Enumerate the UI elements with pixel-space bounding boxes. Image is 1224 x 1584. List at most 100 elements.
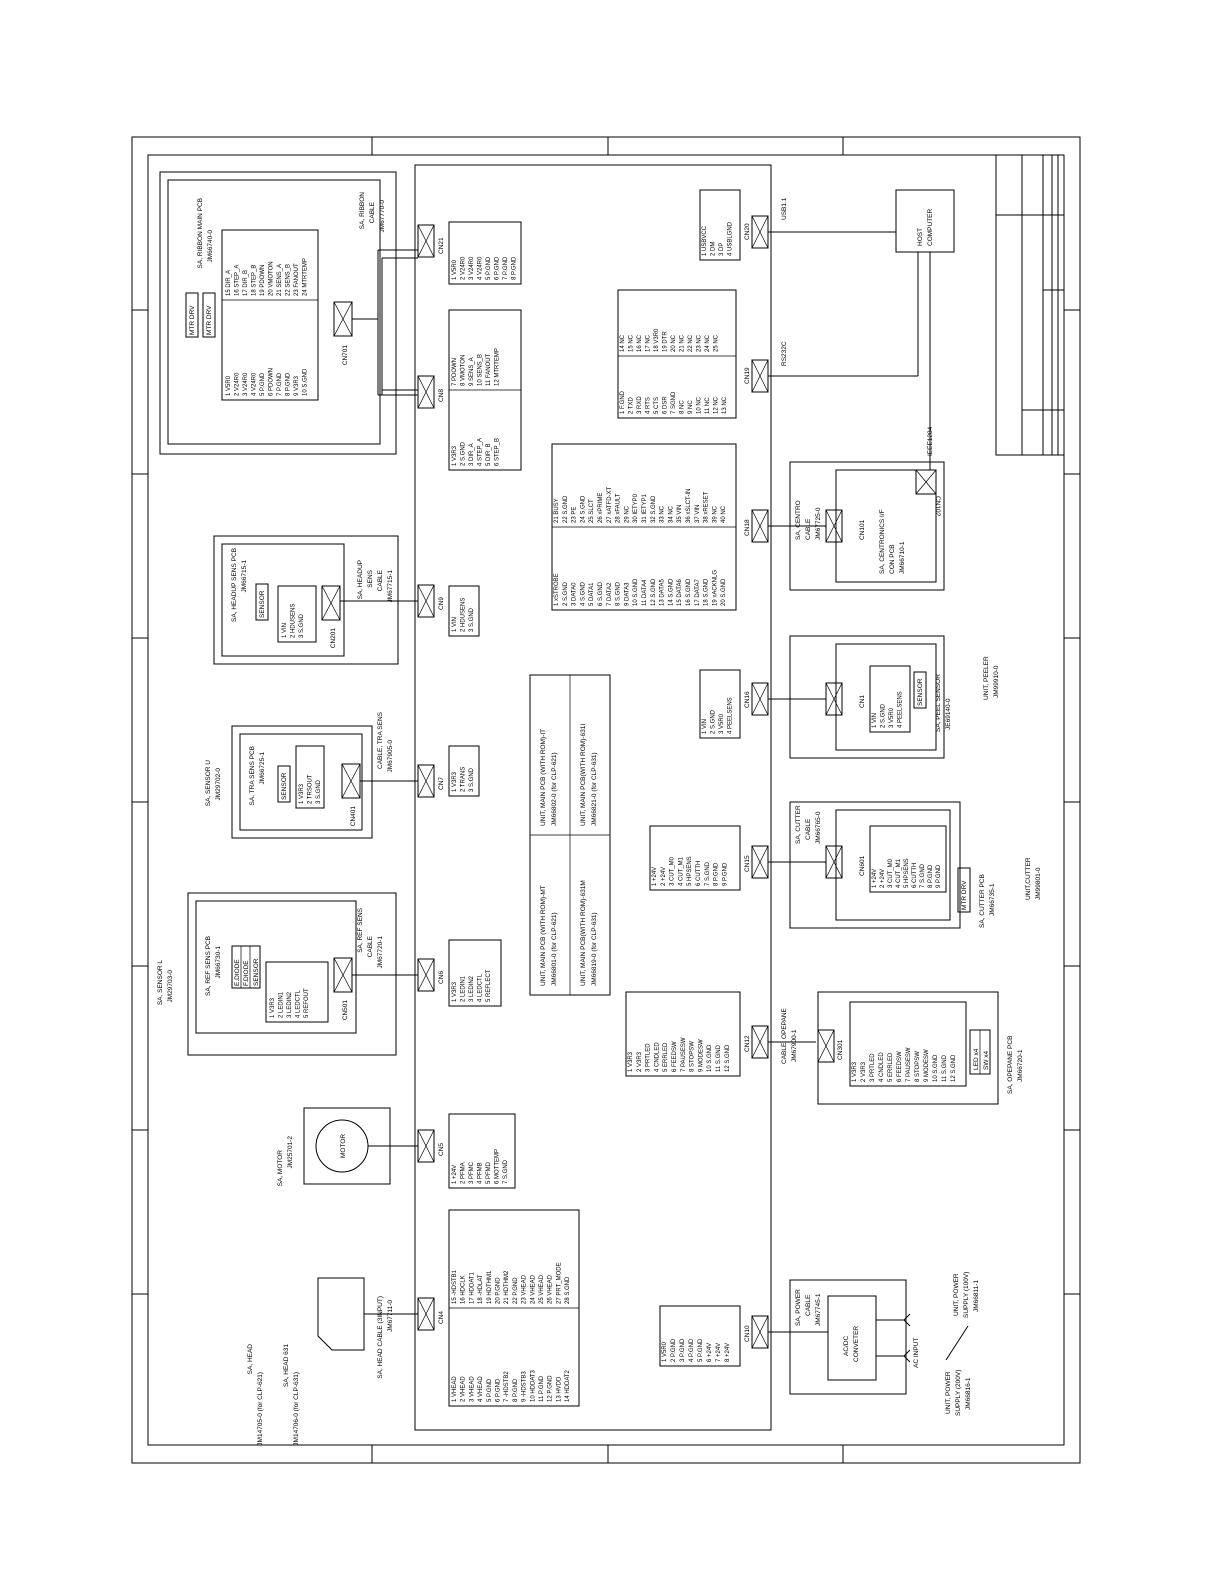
cn6-table-box bbox=[448, 939, 502, 1007]
pin-label: 6 P.GND bbox=[496, 1378, 502, 1402]
pin-label: 1 V3R3 bbox=[452, 445, 458, 466]
pin-label: 7 P.GND bbox=[277, 372, 283, 396]
cn201-table-box bbox=[277, 585, 317, 643]
pin-label: 3 VHEAD bbox=[469, 1376, 475, 1402]
ref-cable-label-2: CABLE bbox=[367, 935, 374, 957]
pin-label: 3 S.GND bbox=[469, 767, 475, 792]
ribbon-main-pcb-no: JM66740-0 bbox=[207, 230, 214, 263]
pin-label: 12 S.GND bbox=[951, 1054, 957, 1082]
ref-pcb-no: JM66730-1 bbox=[215, 946, 222, 979]
host-computer-label-2: COMPUTER bbox=[927, 209, 934, 247]
cn10-table-box bbox=[659, 1305, 741, 1367]
pin-label: 24 MTRTEMP bbox=[303, 258, 309, 296]
pin-label: 6 CUTTH bbox=[696, 861, 702, 886]
cn12-label: CN12 bbox=[744, 1035, 751, 1052]
main-pcb-a1: UNIT, MAIN PCB (WITH ROM)-IT bbox=[540, 729, 547, 826]
pin-label: 7 S.GND bbox=[705, 861, 711, 886]
cn601-connector bbox=[825, 845, 843, 879]
cn501-table-box bbox=[265, 961, 329, 1023]
pin-label: 1 VIN bbox=[452, 617, 458, 632]
peel-sensor-no: JE69140-0 bbox=[945, 698, 952, 730]
pin-label: 3 DATA0 bbox=[572, 582, 578, 606]
pin-label: 9 DATA3 bbox=[624, 582, 630, 606]
sa-motor-label: SA, MOTOR bbox=[277, 1150, 284, 1187]
pin-label: 2 HDUSENS bbox=[291, 604, 297, 638]
pin-label: 3 V5R0 bbox=[889, 707, 895, 728]
pin-label: 4 S.GND bbox=[580, 581, 586, 606]
cn301-label: CN301 bbox=[837, 1039, 844, 1060]
pin-label: 38 xRESET bbox=[704, 491, 710, 523]
power-slash bbox=[945, 1325, 969, 1361]
pin-label: 7 PAUSESW bbox=[681, 1037, 687, 1072]
cn6-label: CN6 bbox=[438, 971, 445, 984]
tra-sensor-label: SENSOR bbox=[281, 772, 288, 800]
sa-head-631: SA, HEAD 631 bbox=[283, 1344, 290, 1387]
cn101-connector bbox=[825, 509, 843, 543]
pin-label: 4 CUT_M1 bbox=[678, 856, 684, 886]
motor-label: MOTOR bbox=[340, 1134, 347, 1158]
headup-pcb-box bbox=[221, 543, 345, 657]
pin-label: 2 V3R3 bbox=[861, 1061, 867, 1082]
pin-label: 4 RTS bbox=[646, 397, 652, 414]
f-diode-label: F.DIODE bbox=[243, 960, 250, 986]
pin-label: 25 SLCT bbox=[589, 499, 595, 523]
pin-label: 5 ERRLED bbox=[663, 1042, 669, 1072]
pin-label: 25 VHEAD bbox=[539, 1274, 545, 1304]
ps200-1: UNIT, POWER bbox=[945, 1371, 952, 1414]
cn9-connector bbox=[417, 584, 435, 618]
cn5-label: CN5 bbox=[438, 1143, 445, 1156]
pin-label: 39 NC bbox=[712, 505, 718, 523]
main-pcb-d2: JM66819-0 (for CLP-631) bbox=[591, 912, 598, 986]
pin-label: 4 CNDLED bbox=[654, 1042, 660, 1072]
ribbon-cable-no: JM67770-0 bbox=[379, 200, 386, 233]
pin-label: 8 P.GND bbox=[286, 372, 292, 396]
pin-label: 2 S.GND bbox=[881, 703, 887, 728]
pin-label: 11 DATA4 bbox=[642, 579, 648, 606]
cn18-label: CN18 bbox=[744, 519, 751, 536]
ac-input-plugs bbox=[876, 1313, 911, 1363]
pin-label: 5 P.GND bbox=[487, 1378, 493, 1402]
pin-label: 3 V24R0 bbox=[243, 372, 249, 396]
pin-label: 3 LEDIN2 bbox=[287, 991, 293, 1018]
cn1-label: CN1 bbox=[859, 695, 866, 708]
pin-label: 2 LEDIN1 bbox=[279, 991, 285, 1018]
ribbon-main-pcb-inner bbox=[167, 179, 381, 445]
pin-label: 1 V3R3 bbox=[628, 1051, 634, 1072]
pin-label: 9 P.GND bbox=[722, 862, 728, 886]
sa-motor-no: JM25701-2 bbox=[287, 1136, 294, 1169]
pin-label: 28 S.GND bbox=[565, 1276, 571, 1304]
pin-label: 7 S.GND bbox=[503, 1159, 509, 1184]
pin-label: 23 PE bbox=[572, 507, 578, 523]
cn5-table-box bbox=[448, 1113, 516, 1189]
main-pcb-b2: JM66821-0 (for CLP-631) bbox=[591, 752, 598, 826]
main-pcb-d1: UNIT, MAIN PCB(WITH ROM)-631M bbox=[580, 880, 587, 986]
pin-label: 16 NC bbox=[637, 334, 643, 352]
cn301-table-box bbox=[849, 1001, 967, 1087]
pin-label: 1 V3R3 bbox=[270, 997, 276, 1018]
pin-label: 2 TXD bbox=[629, 396, 635, 414]
mtr-drv-box-2 bbox=[202, 292, 216, 338]
ribbon-cable-label-2: CABLE bbox=[369, 201, 376, 223]
pin-label: 16 HDCLK bbox=[461, 1275, 467, 1304]
pin-label: 3 S.GND bbox=[299, 613, 305, 638]
cn9-label: CN9 bbox=[438, 597, 445, 610]
centro-cable-label: SA, CENTRO bbox=[795, 500, 802, 540]
opepane-pcb-label: SA, OPEPANE PCB bbox=[1007, 1036, 1014, 1094]
pin-label: 2 PFMA bbox=[461, 1162, 467, 1184]
cn9-table-box bbox=[448, 585, 480, 637]
pin-label: 3 RXD bbox=[637, 396, 643, 414]
pin-label: 4 CNDLED bbox=[879, 1052, 885, 1082]
pin-label: 1 V3R3 bbox=[299, 783, 305, 804]
cn4-label: CN4 bbox=[438, 1311, 445, 1324]
pin-label: 11 S.GND bbox=[942, 1054, 948, 1082]
pin-label: 12 P.GND bbox=[548, 1375, 554, 1402]
headup-pcb-label: SA, HEADUP SENS PCB bbox=[231, 548, 238, 622]
ac-input-label: AC INPUT bbox=[913, 1338, 920, 1368]
